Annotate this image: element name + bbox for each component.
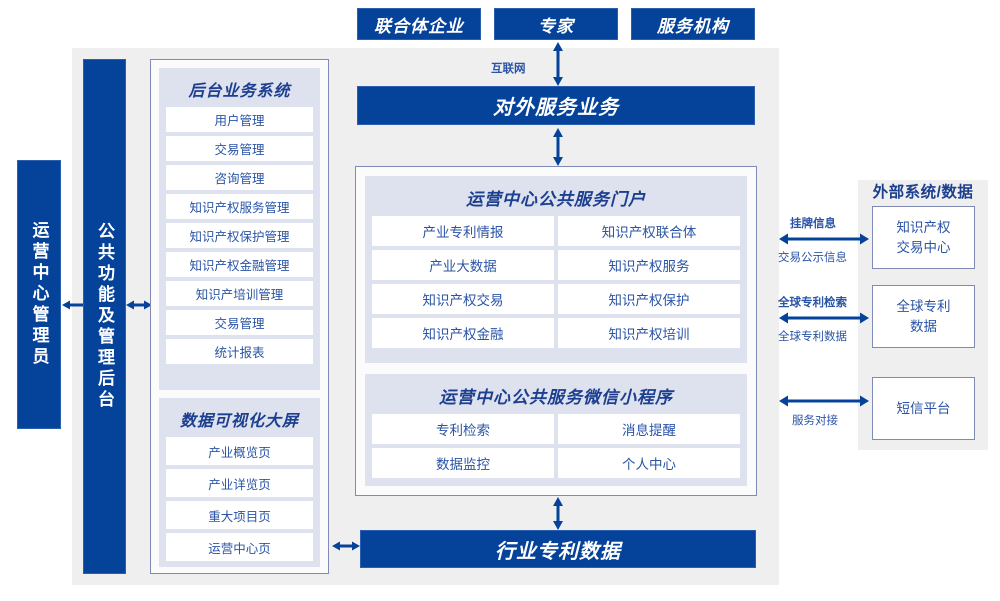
portal-item[interactable]: 知识产权保护 — [558, 284, 740, 314]
industry-patent-data-label: 行业专利数据 — [495, 540, 621, 563]
backend-item[interactable]: 交易管理 — [166, 136, 313, 161]
public-portal-title: 运营中心公共服务门户 — [466, 190, 646, 209]
dashboard-item[interactable]: 重大项目页 — [166, 501, 313, 529]
data-dashboard-group: 数据可视化大屏 产业概览页 产业详览页 重大项目页 运营中心页 — [159, 398, 320, 567]
miniprogram-item-grid: 专利检索 消息提醒 数据监控 个人中心 — [372, 414, 740, 478]
arrow-external-ip-trading — [779, 233, 869, 245]
dashboard-item[interactable]: 运营中心页 — [166, 533, 313, 561]
external-box-ip-trading-center[interactable]: 知识产权交易中心 — [872, 206, 975, 269]
miniprogram-group: 运营中心公共服务微信小程序 专利检索 消息提醒 数据监控 个人中心 — [365, 374, 747, 486]
arrow-servicebar-portal — [553, 128, 563, 166]
miniprogram-item[interactable]: 个人中心 — [558, 448, 740, 478]
public-portal-item-grid: 产业专利情报 知识产权联合体 产业大数据 知识产权服务 知识产权交易 知识产权保… — [372, 216, 740, 348]
external-service-business-bar[interactable]: 对外服务业务 — [357, 86, 755, 125]
top-actor-box-2[interactable]: 服务机构 — [631, 8, 755, 40]
arrow-external-sms — [779, 395, 869, 407]
admin-column-label: 公共功能及管理后台 — [95, 222, 114, 411]
external-box-line2: 数据 — [910, 318, 937, 334]
portal-item[interactable]: 知识产权联合体 — [558, 216, 740, 246]
portal-and-miniprogram-card: 运营中心公共服务门户 产业专利情报 知识产权联合体 产业大数据 知识产权服务 知… — [355, 166, 757, 496]
backend-business-system-group: 后台业务系统 用户管理 交易管理 咨询管理 知识产权服务管理 知识产权保护管理 … — [159, 68, 320, 390]
top-actor-box-0[interactable]: 联合体企业 — [357, 8, 481, 40]
backend-item[interactable]: 咨询管理 — [166, 165, 313, 190]
arrow-leftcard-industrydata — [332, 541, 360, 551]
arrow-internet — [553, 42, 563, 86]
dashboard-item-list: 产业概览页 产业详览页 重大项目页 运营中心页 — [166, 437, 313, 561]
backend-item[interactable]: 知识产培训管理 — [166, 281, 313, 306]
connector-label-global-patent-data: 全球专利数据 — [778, 331, 847, 343]
top-actor-box-1[interactable]: 专家 — [494, 8, 618, 40]
miniprogram-item[interactable]: 消息提醒 — [558, 414, 740, 444]
dashboard-item[interactable]: 产业详览页 — [166, 469, 313, 497]
connector-label-service-docking: 服务对接 — [792, 415, 838, 427]
portal-item[interactable]: 知识产权培训 — [558, 318, 740, 348]
portal-item[interactable]: 产业专利情报 — [372, 216, 554, 246]
miniprogram-title: 运营中心公共服务微信小程序 — [439, 388, 673, 407]
data-dashboard-title: 数据可视化大屏 — [179, 413, 299, 430]
admin-column-public-functions[interactable]: 公共功能及管理后台 — [83, 59, 126, 574]
industry-patent-data-bar[interactable]: 行业专利数据 — [360, 530, 756, 568]
external-box-sms-platform[interactable]: 短信平台 — [872, 377, 975, 440]
external-box-line2: 交易中心 — [896, 239, 951, 255]
arrow-portal-industrydata — [553, 497, 563, 530]
top-actor-label: 专家 — [538, 16, 574, 36]
top-actor-label: 联合体企业 — [374, 16, 464, 36]
external-service-business-label: 对外服务业务 — [493, 97, 619, 119]
portal-item[interactable]: 知识产权交易 — [372, 284, 554, 314]
backend-item[interactable]: 用户管理 — [166, 107, 313, 132]
external-box-line1: 知识产权 — [896, 219, 951, 235]
connector-label-global-patent-search: 全球专利检索 — [778, 297, 847, 309]
backend-item[interactable]: 知识产权保护管理 — [166, 223, 313, 248]
external-box-line1: 短信平台 — [896, 400, 951, 416]
left-actor-operations-admin[interactable]: 运营中心管理员 — [17, 160, 61, 429]
arrow-external-global-patent — [779, 312, 869, 324]
external-box-line1: 全球专利 — [896, 298, 951, 314]
miniprogram-item[interactable]: 数据监控 — [372, 448, 554, 478]
external-systems-title: 外部系统/数据 — [872, 184, 974, 201]
connector-label-trade-public-info: 交易公示信息 — [778, 252, 847, 264]
backend-item[interactable]: 交易管理 — [166, 310, 313, 335]
public-portal-group: 运营中心公共服务门户 产业专利情报 知识产权联合体 产业大数据 知识产权服务 知… — [365, 176, 747, 363]
arrow-admin-backend — [126, 300, 152, 310]
backend-and-dashboard-card: 后台业务系统 用户管理 交易管理 咨询管理 知识产权服务管理 知识产权保护管理 … — [150, 59, 329, 574]
backend-business-system-title: 后台业务系统 — [188, 83, 291, 100]
connector-label-listing-info: 挂牌信息 — [790, 218, 836, 230]
portal-item[interactable]: 知识产权服务 — [558, 250, 740, 280]
backend-item-list: 用户管理 交易管理 咨询管理 知识产权服务管理 知识产权保护管理 知识产权金融管… — [166, 107, 313, 364]
external-box-global-patent-data[interactable]: 全球专利数据 — [872, 285, 975, 348]
backend-item[interactable]: 统计报表 — [166, 339, 313, 364]
backend-item[interactable]: 知识产权服务管理 — [166, 194, 313, 219]
internet-label: 互联网 — [491, 63, 526, 75]
left-actor-label: 运营中心管理员 — [29, 221, 49, 368]
top-actor-label: 服务机构 — [657, 16, 729, 36]
portal-item[interactable]: 知识产权金融 — [372, 318, 554, 348]
backend-item[interactable]: 知识产权金融管理 — [166, 252, 313, 277]
miniprogram-item[interactable]: 专利检索 — [372, 414, 554, 444]
dashboard-item[interactable]: 产业概览页 — [166, 437, 313, 465]
portal-item[interactable]: 产业大数据 — [372, 250, 554, 280]
